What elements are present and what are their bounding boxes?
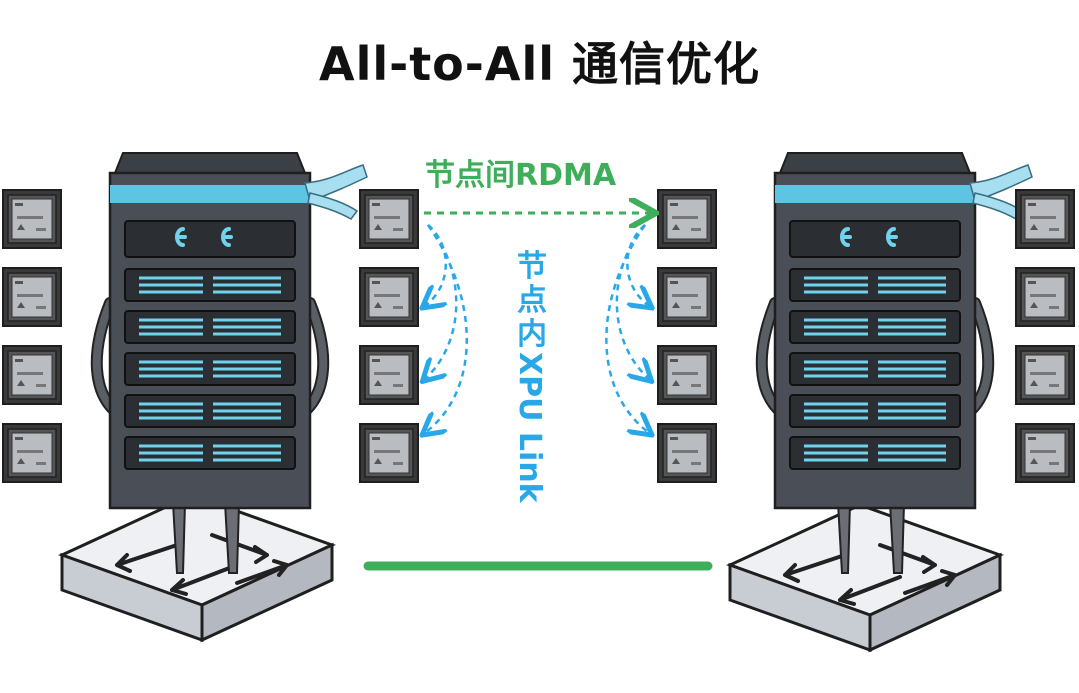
xpu-chip-icon — [1015, 267, 1075, 327]
intra-label-char: 内 — [517, 317, 547, 352]
intra-label-latin: XPU Link — [512, 352, 547, 503]
xpu-chip-icon — [1015, 189, 1075, 249]
xpu-chip-icon — [359, 267, 419, 327]
xpu-chip-icon — [1015, 423, 1075, 483]
xpu-chip-icon — [2, 189, 62, 249]
network-switch-icon — [728, 503, 1002, 652]
intra-node-links-left — [426, 224, 468, 432]
inter-node-rdma-label: 节点间RDMA — [425, 158, 617, 193]
xpu-chip-icon — [2, 423, 62, 483]
server-rack-icon — [762, 153, 1032, 573]
xpu-chip-icon — [2, 267, 62, 327]
xpu-chip-icon — [657, 189, 717, 249]
intra-label-char: 点 — [517, 283, 547, 318]
xpu-chip-icon — [657, 423, 717, 483]
intra-label-char: 节 — [517, 249, 547, 284]
network-switch-icon — [60, 493, 334, 642]
xpu-chip-icon — [1015, 345, 1075, 405]
xpu-chip-icon — [359, 189, 419, 249]
xpu-chip-icon — [359, 345, 419, 405]
xpu-chip-icon — [657, 345, 717, 405]
xpu-chip-icon — [359, 423, 419, 483]
page-title: All-to-All 通信优化 — [318, 37, 761, 91]
intra-node-links-right — [605, 224, 648, 432]
xpu-chip-icon — [657, 267, 717, 327]
xpu-chip-icon — [2, 345, 62, 405]
server-rack-icon — [97, 153, 367, 573]
intra-node-xpu-label: 节 点 内 XPU Link — [510, 249, 554, 503]
